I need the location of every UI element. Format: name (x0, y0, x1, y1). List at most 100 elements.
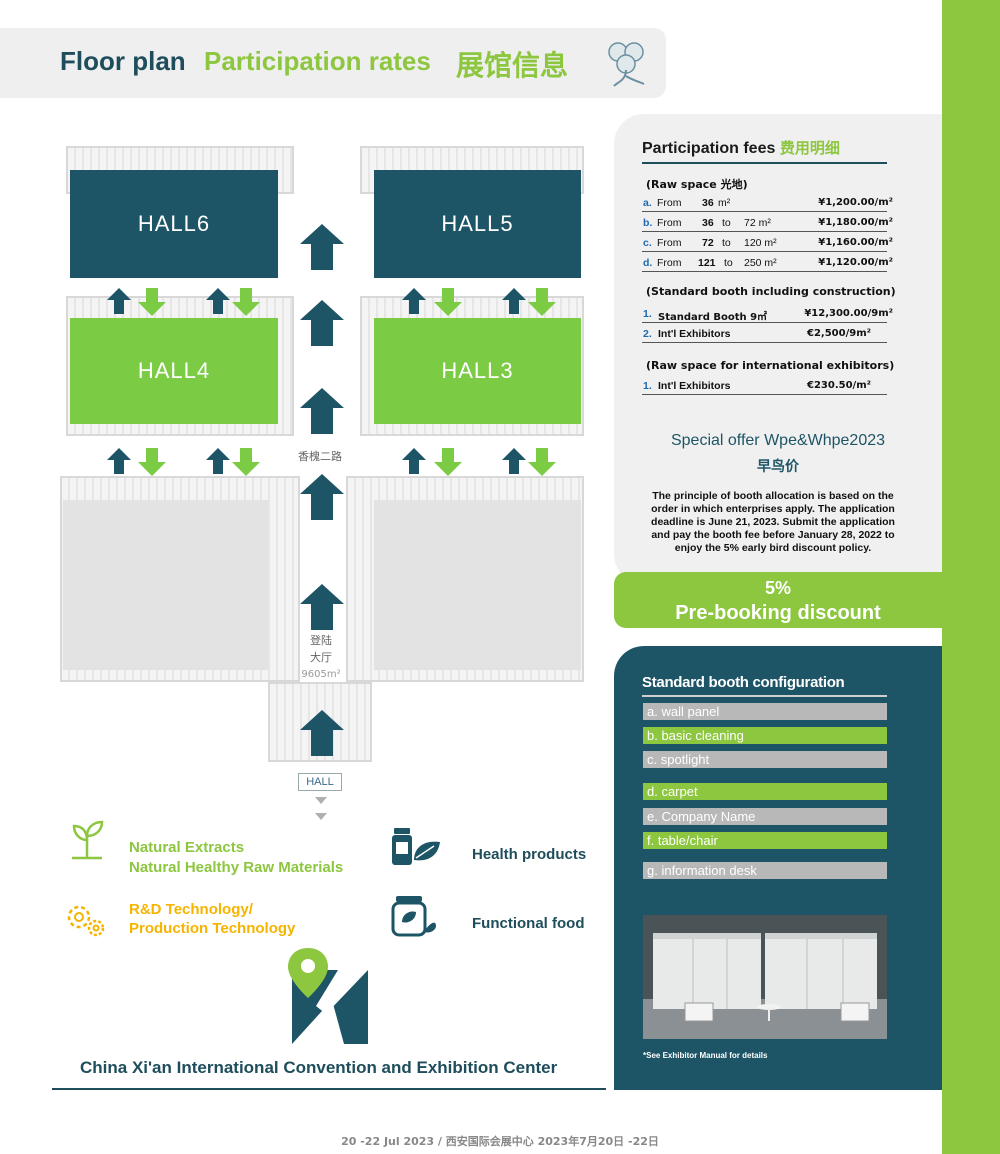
arrow-up-icon (300, 300, 344, 346)
functional-food-jar-icon (391, 896, 436, 937)
config-item: c. spotlight (643, 751, 887, 768)
fee-row: c. From 72 to 120 m² ¥1,160.00/m² (642, 234, 893, 252)
footer-dates: 20 -22 Jul 2023 / 西安国际会展中心 2023年7月20日 -2… (341, 1135, 659, 1148)
standard-heading: (Standard booth including construction) (646, 285, 896, 298)
fee-num: 2. (643, 328, 652, 340)
special-offer-title: Special offer Wpe&Whpe2023 (670, 432, 886, 449)
fee-price: ¥1,120.00/m² (818, 257, 893, 268)
category-functional: Functional food (472, 915, 585, 932)
fee-letter: d. (643, 257, 653, 269)
fee-letter: c. (643, 237, 652, 249)
hall6[interactable]: HALL6 (70, 170, 278, 278)
exhibitor-manual-note: *See Exhibitor Manual for details (643, 1051, 768, 1060)
fees-title-divider (642, 162, 887, 164)
arrow-up-icon (300, 388, 344, 434)
fee-a: 36 (702, 217, 714, 229)
config-title-divider (642, 695, 887, 697)
fees-panel (614, 114, 942, 584)
fee-row: 2. Int'l Exhibitors €2,500/9m² (642, 325, 887, 343)
fee-letter: b. (643, 217, 653, 229)
fee-num: 1. (643, 380, 652, 392)
fee-row: a. From 36 m² ¥1,200.00/m² (642, 194, 893, 212)
prebooking-discount-banner: 5% Pre-booking discount (614, 572, 942, 628)
fee-price: ¥1,180.00/m² (818, 217, 893, 228)
category-health: Health products (472, 846, 587, 863)
fee-num: 1. (643, 308, 652, 320)
fee-label: Int'l Exhibitors (658, 380, 731, 392)
gears-icon (67, 905, 105, 937)
config-item: g. information desk (643, 862, 887, 879)
clover-logo-icon (608, 42, 645, 87)
title-participation-rates: Participation rates (204, 46, 431, 76)
lobby-label-1: 登陆 (310, 634, 332, 647)
hall-left-placeholder (63, 500, 268, 670)
category-natural-1: Natural Extracts (129, 839, 245, 856)
fee-to: to (722, 237, 731, 249)
venue-logo-icon (288, 948, 368, 1044)
arrow-up-icon (300, 584, 344, 630)
fee-b: m² (718, 197, 731, 209)
fee-row: d. From 121 to 250 m² ¥1,120.00/m² (642, 254, 893, 272)
fee-from: From (657, 197, 682, 209)
config-item: b. basic cleaning (643, 727, 887, 744)
discount-percent: 5% (764, 578, 791, 598)
booth-photo (643, 915, 887, 1039)
intl-heading: (Raw space for international exhibitors) (646, 359, 895, 372)
fees-title-en: Participation fees (642, 140, 776, 157)
venue-divider (52, 1088, 606, 1090)
fee-a: 36 (702, 197, 714, 209)
flow-arrows (107, 224, 556, 820)
health-bottle-leaf-icon (392, 828, 440, 865)
right-accent-strip (942, 0, 1000, 1154)
arrow-up-icon (300, 224, 344, 270)
page-header: Floor plan Participation rates 展馆信息 (0, 28, 666, 98)
fee-letter: a. (643, 197, 652, 209)
lobby-area: 9605m² (301, 669, 341, 680)
arrow-up-icon (300, 474, 344, 520)
config-item: e. Company Name (643, 808, 887, 825)
config-item: f. table/chair (643, 832, 887, 849)
hall5[interactable]: HALL5 (374, 170, 581, 278)
fee-from: From (657, 217, 682, 229)
category-rd-2: Production Technology (129, 920, 296, 937)
hall4[interactable]: HALL4 (70, 318, 278, 424)
lobby-label-2: 大厅 (310, 651, 332, 664)
fees-title-cn: 费用明细 (779, 139, 840, 157)
arrow-up-icon (300, 710, 344, 756)
fee-to: to (724, 257, 733, 269)
allocation-principle: The principle of booth allocation is bas… (651, 490, 895, 554)
fee-b: 250 m² (744, 257, 777, 269)
discount-label: Pre-booking discount (675, 602, 881, 624)
title-cn: 展馆信息 (456, 49, 569, 82)
road-label: 香槐二路 (298, 450, 342, 463)
fees-title: Participation fees 费用明细 (642, 137, 840, 158)
fee-price: ¥1,160.00/m² (818, 237, 893, 248)
fee-price: €230.50/m² (807, 380, 871, 391)
fee-row: b. From 36 to 72 m² ¥1,180.00/m² (642, 214, 893, 232)
config-title: Standard booth configuration (642, 674, 845, 691)
fee-a: 121 (698, 257, 716, 269)
special-offer-cn: 早鸟价 (757, 459, 799, 475)
venue-name: China Xi'an International Convention and… (80, 1058, 558, 1077)
fee-b: 120 m² (744, 237, 777, 249)
hall-right-placeholder (374, 500, 581, 670)
config-item: a. wall panel (643, 703, 887, 720)
fee-label: Int'l Exhibitors (658, 328, 731, 340)
plant-sprout-icon (72, 820, 104, 860)
fee-label: Standard Booth 9㎡ (658, 312, 768, 323)
category-rd-1: R&D Technology/ (129, 901, 253, 918)
config-item: d. carpet (643, 783, 887, 800)
hall-entrance-tag: HALL (298, 773, 342, 791)
hall3[interactable]: HALL3 (374, 318, 581, 424)
fee-to: to (722, 217, 731, 229)
fee-from: From (657, 237, 682, 249)
fee-price: ¥12,300.00/9m² (804, 308, 893, 319)
fee-price: €2,500/9m² (807, 328, 871, 339)
fee-a: 72 (702, 237, 714, 249)
fee-row: 1. Int'l Exhibitors €230.50/m² (642, 377, 887, 395)
fee-price: ¥1,200.00/m² (818, 197, 893, 208)
title-floor-plan: Floor plan (60, 46, 186, 76)
fee-b: 72 m² (744, 217, 771, 229)
raw-space-heading: (Raw space 光地) (646, 178, 748, 191)
fee-row: 1. Standard Booth 9㎡ ¥12,300.00/9m² (642, 305, 893, 323)
